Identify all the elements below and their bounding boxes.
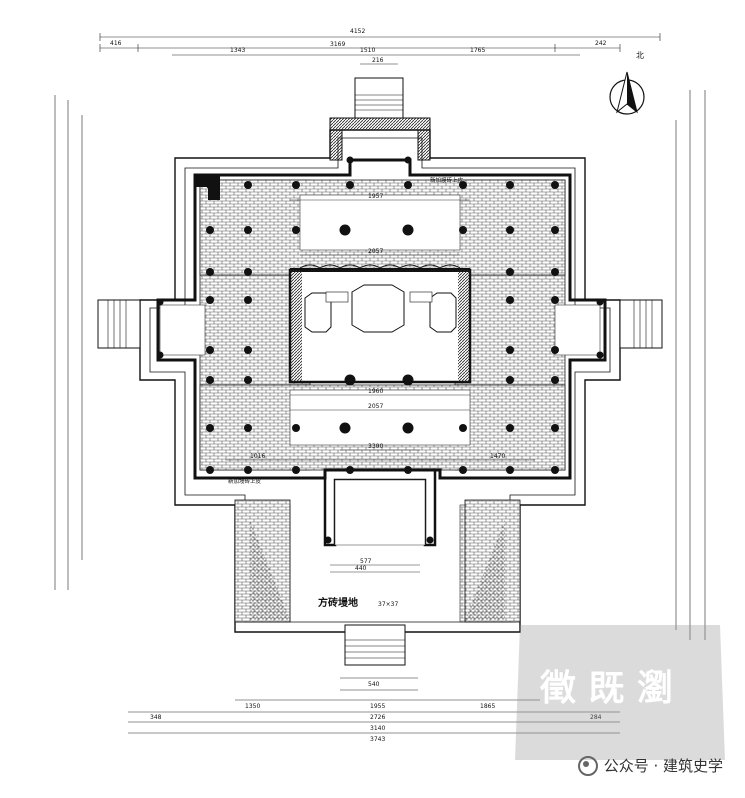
north-stairs <box>354 77 404 119</box>
note-text: 新加墁砖上皮 <box>228 477 262 485</box>
clear-floor-bands <box>159 194 601 446</box>
courtyard-size: 37×37 <box>378 601 398 608</box>
dim-text: 3169 <box>330 41 345 48</box>
dim-text: 1510 <box>360 47 375 54</box>
south-stairs <box>344 624 406 666</box>
watermark: 公众号 · 建筑史学 <box>577 755 723 776</box>
bottom-dimension-lines <box>128 677 620 734</box>
note-text: 新加墁砖上皮 <box>430 176 464 184</box>
west-stairs <box>97 299 141 349</box>
dim-text: 1765 <box>470 47 485 54</box>
central-shrine <box>288 264 472 384</box>
dim-text: 1470 <box>490 453 505 460</box>
hall-wall <box>156 158 607 480</box>
courtyard-label: 方砖墁地 <box>318 596 358 609</box>
north-label: 北 <box>636 51 644 60</box>
dim-text: 284 <box>590 714 602 721</box>
dim-text: 577 <box>360 558 372 565</box>
dim-text: 1960 <box>368 388 383 395</box>
dim-text: 1350 <box>245 703 260 710</box>
dim-text: 4152 <box>350 28 365 35</box>
dim-text: 3300 <box>368 443 383 450</box>
dim-text: 348 <box>150 714 162 721</box>
watermark-text: 公众号 · 建筑史学 <box>603 757 723 775</box>
east-stairs <box>619 299 663 349</box>
svg-text:徵 既 瀏: 徵 既 瀏 <box>539 667 673 709</box>
dim-text: 440 <box>355 565 367 572</box>
dim-text: 3140 <box>370 725 385 732</box>
side-dimension-lines <box>54 90 706 640</box>
south-porch-floor <box>334 479 426 546</box>
dim-text: 2057 <box>368 248 383 255</box>
dim-text: 1957 <box>368 193 383 200</box>
dim-text: 1955 <box>370 703 385 710</box>
internal-dimension-lines <box>225 199 535 573</box>
dim-text: 216 <box>372 57 384 64</box>
wechat-icon <box>577 755 598 776</box>
dim-text: 1016 <box>250 453 265 460</box>
north-arrow-icon <box>609 71 645 115</box>
dim-text: 3743 <box>370 736 385 743</box>
north-porch-wall <box>329 117 431 161</box>
seal-watermark-icon: 徵 既 瀏 <box>515 625 725 760</box>
dim-text: 540 <box>368 681 380 688</box>
dim-text: 242 <box>595 40 607 47</box>
dim-text: 2726 <box>370 714 385 721</box>
dim-text: 2057 <box>368 403 383 410</box>
hall-wall-corner <box>195 175 220 200</box>
column-grid <box>156 156 604 544</box>
dim-text: 1343 <box>230 47 245 54</box>
top-dimension-lines <box>99 33 661 65</box>
dim-text: 416 <box>110 40 122 47</box>
dim-text: 1865 <box>480 703 495 710</box>
courtyard-paving <box>234 499 521 623</box>
